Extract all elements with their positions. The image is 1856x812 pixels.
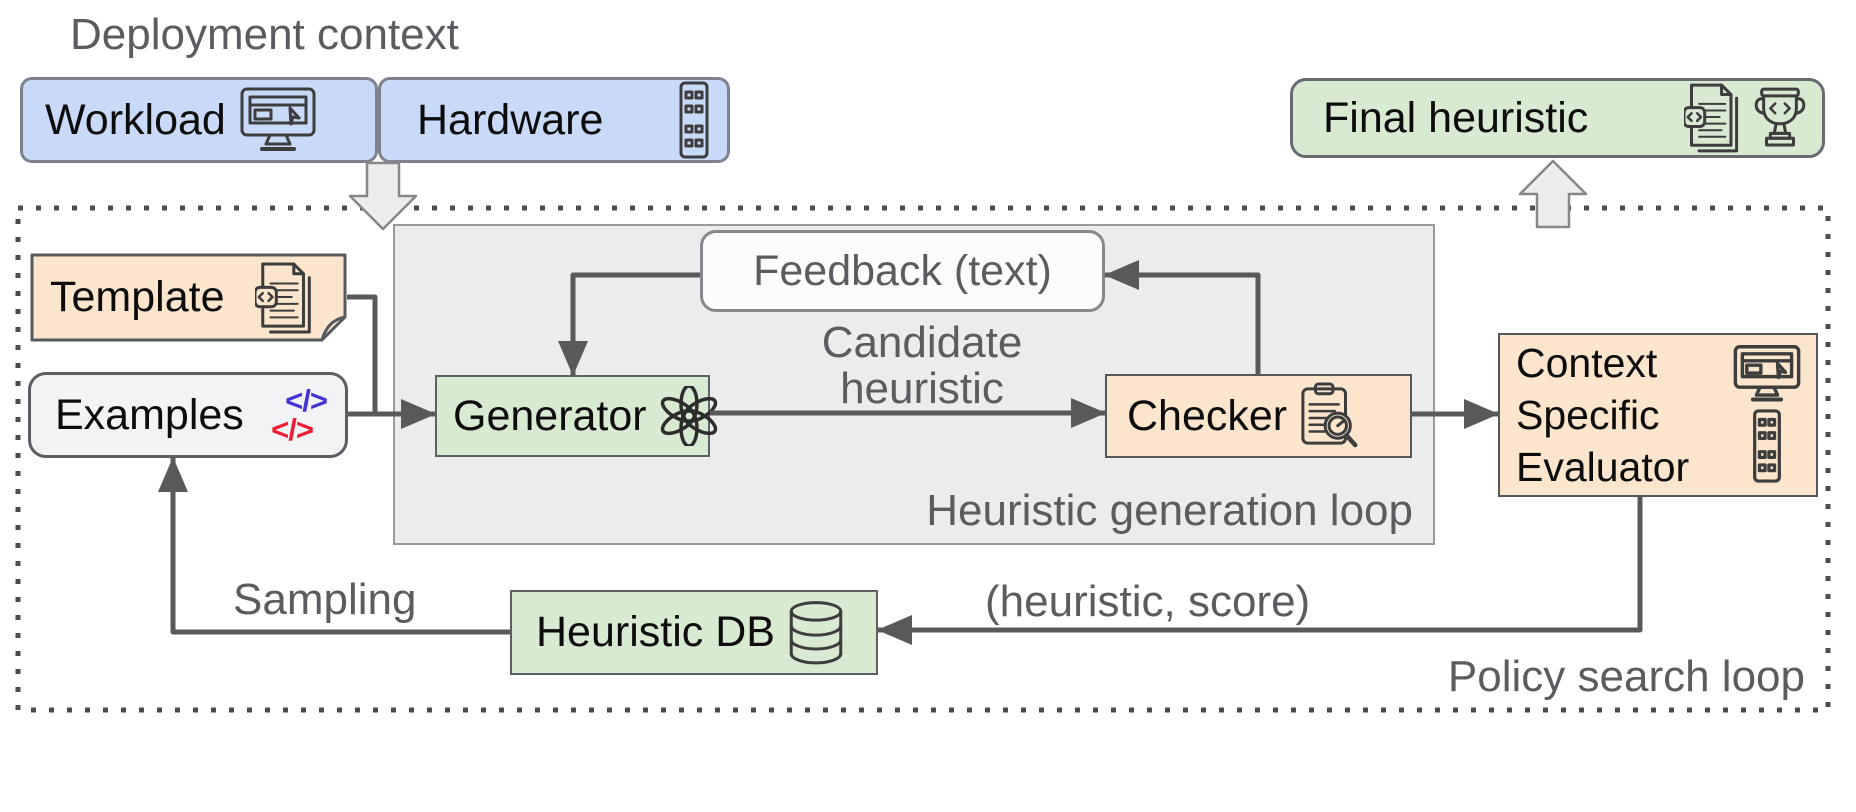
database-icon [785, 600, 847, 666]
hardware-label: Hardware [417, 95, 604, 144]
evaluator-label: Context Specific Evaluator [1516, 340, 1690, 490]
examples-label: Examples [55, 390, 244, 439]
final-heuristic-up-arrow [1518, 159, 1588, 229]
workload-label: Workload [45, 95, 226, 144]
examples-box: Examples </> </> [28, 372, 348, 458]
deployment-context-label: Deployment context [70, 10, 459, 59]
code-tag-red-icon: </> [271, 412, 314, 447]
ram-icon [1749, 407, 1785, 485]
connector-template-to-generator [347, 294, 378, 414]
generator-box: Generator [435, 375, 710, 457]
openai-logo-icon [659, 386, 719, 446]
checker-box: Checker [1105, 374, 1412, 458]
code-tags-icon: </> </> [271, 383, 328, 447]
policy-search-loop-caption: Policy search loop [1447, 652, 1805, 701]
final-heuristic-label: Final heuristic [1323, 93, 1589, 142]
monitor-icon [1732, 345, 1802, 403]
checker-label: Checker [1127, 391, 1288, 440]
context-down-arrow [348, 161, 418, 231]
evaluator-box: Context Specific Evaluator [1498, 333, 1818, 497]
feedback-box: Feedback (text) [700, 230, 1105, 312]
heuristic-db-box: Heuristic DB [510, 590, 878, 675]
ram-icon [675, 80, 713, 160]
heuristic-score-label: (heuristic, score) [985, 577, 1311, 626]
candidate-heuristic-label: Candidate heuristic [821, 318, 1023, 413]
heuristic-db-label: Heuristic DB [536, 608, 775, 656]
workload-box: Workload [20, 77, 378, 163]
hardware-box: Hardware [378, 77, 730, 163]
generator-label: Generator [453, 391, 647, 440]
generation-loop-caption: Heuristic generation loop [926, 486, 1413, 535]
clipboard-magnifier-icon [1299, 382, 1361, 450]
code-tag-blue-icon: </> [285, 383, 328, 418]
trophy-icon [1754, 86, 1806, 150]
feedback-label: Feedback (text) [753, 246, 1052, 295]
template-box: Template [30, 253, 347, 342]
code-document-icon [255, 262, 319, 334]
sampling-label: Sampling [233, 575, 417, 624]
monitor-icon [240, 87, 316, 153]
template-label: Template [50, 273, 225, 321]
final-heuristic-box: Final heuristic [1290, 78, 1825, 158]
code-document-icon [1684, 83, 1746, 153]
